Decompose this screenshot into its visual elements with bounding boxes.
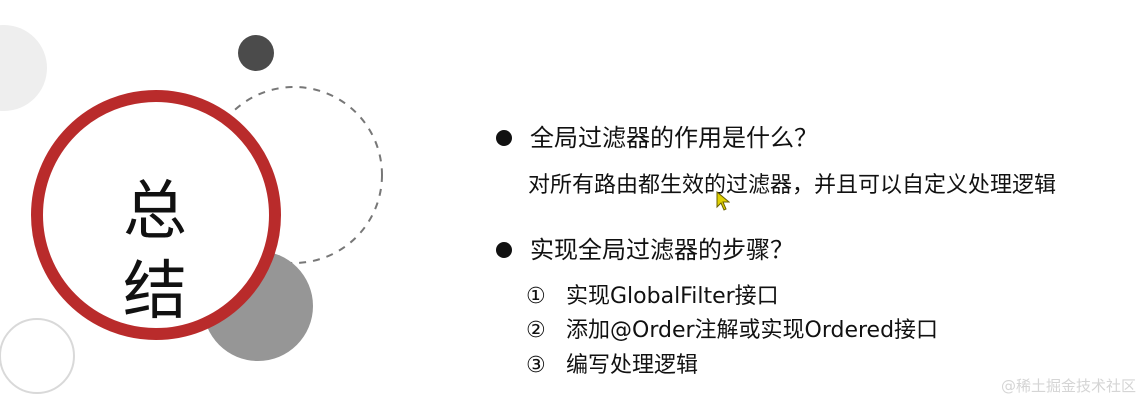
step-1-text: 实现GlobalFilter接口 — [566, 284, 779, 309]
mouse-pointer-icon — [716, 191, 730, 211]
light-gray-circle — [0, 25, 47, 111]
summary-title: 总结 — [123, 175, 189, 329]
red-ring — [31, 90, 281, 340]
outline-circle — [0, 318, 75, 394]
bullet-1: 全局过滤器的作用是什么？ — [496, 118, 818, 158]
step-2: ② 添加@Order注解或实现Ordered接口 — [526, 315, 938, 347]
answer-1: 对所有路由都生效的过滤器，并且可以自定义处理逻辑 — [528, 173, 1057, 198]
step-3-text: 编写处理逻辑 — [566, 353, 699, 378]
watermark-text: @稀土掘金技术社区 — [1000, 377, 1136, 395]
bullet-dot-icon — [496, 130, 512, 146]
dashed-circle — [205, 86, 383, 264]
step-1-number: ① — [526, 284, 546, 309]
dark-gray-circle — [238, 35, 274, 71]
step-2-number: ② — [526, 318, 546, 343]
bullet-2: 实现全局过滤器的步骤？ — [496, 230, 794, 270]
step-3: ③ 编写处理逻辑 — [526, 350, 698, 382]
bullet-dot-icon — [496, 242, 512, 258]
question-2: 实现全局过滤器的步骤？ — [530, 236, 794, 264]
step-3-number: ③ — [526, 353, 546, 378]
step-2-text: 添加@Order注解或实现Ordered接口 — [566, 318, 939, 343]
question-1: 全局过滤器的作用是什么？ — [530, 124, 818, 152]
step-1: ① 实现GlobalFilter接口 — [526, 281, 779, 313]
